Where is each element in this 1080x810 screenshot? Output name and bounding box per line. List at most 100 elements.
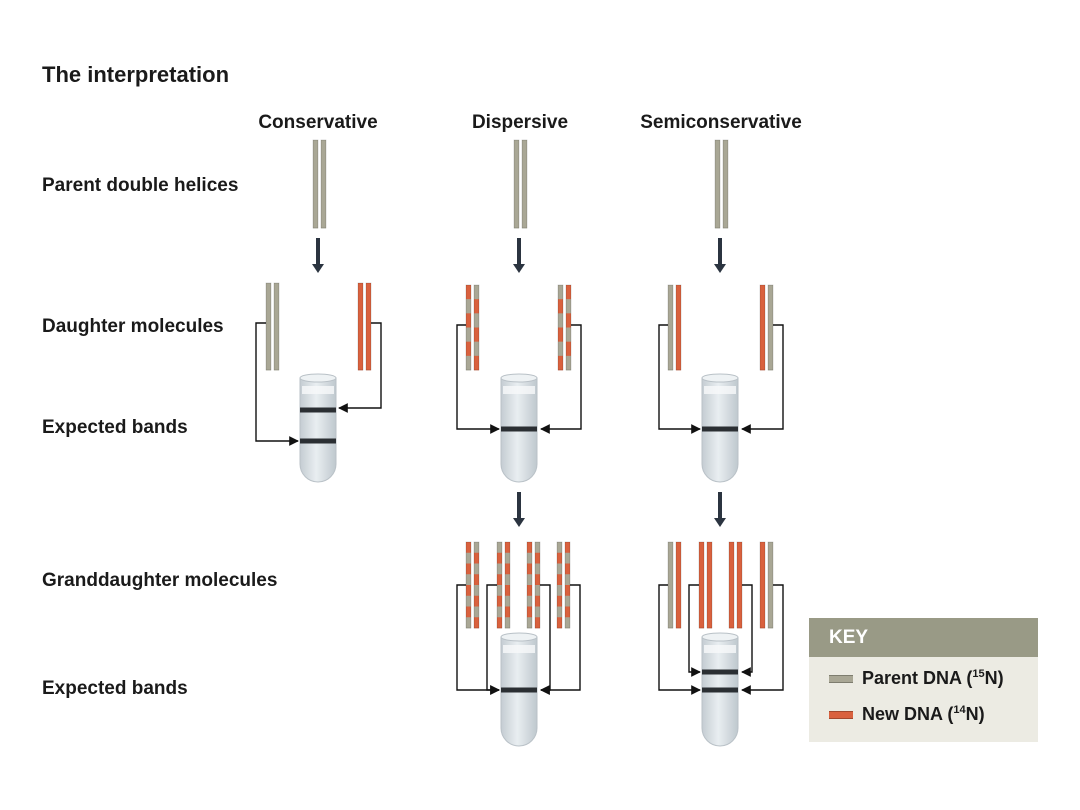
semiconservative-daughter-molecule-1-strand-a-outline [667, 284, 674, 371]
semiconservative-granddaughter-molecule-4-strand-b-seg [768, 542, 773, 629]
conservative-parent-molecule-strand-b-outline [320, 139, 327, 229]
conservative-tube-body [299, 377, 337, 483]
semiconservative-granddaughter-molecule-2-strand-a-seg [699, 542, 704, 629]
dispersive-parent-molecule-strand-b-outline [521, 139, 528, 229]
dispersive-granddaughter-molecule-4-strand-b-seg [565, 574, 570, 586]
conservative-daughter-molecule-2-strand-a-seg [358, 283, 363, 371]
dispersive-daughter-molecule-1-strand-a-seg [466, 285, 471, 300]
dispersive-granddaughter-molecule-2-strand-b-seg [505, 542, 510, 554]
dispersive-connector-gd-2 [486, 584, 500, 695]
dispersive-tube-band-0 [501, 426, 537, 432]
diagram-title: The interpretation [42, 62, 230, 87]
dispersive-daughter-molecule-1-strand-b-seg [474, 355, 479, 371]
key-legend: KEY Parent DNA (15N) New DNA (14N) [809, 618, 1038, 742]
semiconservative-parent-molecule-strand-b-seg [723, 140, 728, 229]
semiconservative-daughter-molecule-1-strand-b-seg [676, 285, 681, 371]
row-label-daughter: Daughter molecules [42, 316, 224, 337]
conservative-parent-molecule-strand-a-outline [312, 139, 319, 229]
dispersive-arrow-1-head [513, 264, 525, 273]
dispersive-granddaughter-molecule-1-strand-a-seg [466, 552, 471, 564]
semiconservative-connector-gd-2 [688, 584, 701, 677]
conservative-tube-meniscus [302, 386, 334, 394]
dispersive-granddaughter-molecule-2-strand-b-seg [505, 552, 510, 564]
column-heading-conservative: Conservative [258, 112, 378, 133]
dispersive-daughter-molecule-2-strand-a-seg [558, 313, 563, 328]
dispersive-daughter-molecule-2-strand-b-seg [566, 327, 571, 342]
key-new-dna: New DNA (14N) [829, 704, 985, 725]
dispersive-tube-rim [500, 373, 538, 383]
semiconservative-daughter-molecule-2-strand-b-seg [768, 285, 773, 371]
dispersive-granddaughter-molecule-3-strand-a-seg [527, 617, 532, 629]
dispersive-granddaughter-molecule-2-strand-b-seg [505, 574, 510, 586]
new-dna-swatch [829, 711, 853, 720]
dispersive-granddaughter-molecule-1-strand-b-outline [473, 541, 480, 629]
semiconservative-daughter-molecule-2-strand-a-seg [760, 285, 765, 371]
conservative-daughter-molecule-2-strand-a-outline [357, 282, 364, 371]
dispersive-granddaughter-molecule-1-strand-a-seg [466, 595, 471, 607]
dispersive-granddaughter-molecule-3-strand-a-outline [526, 541, 533, 629]
dispersive-granddaughter-molecule-1-strand-a-seg [466, 542, 471, 554]
dispersive-granddaughter-molecule-2-strand-b-seg [505, 563, 510, 575]
semiconservative-granddaughter-molecule-1-strand-a-seg [668, 542, 673, 629]
dispersive-daughter-molecule-2-strand-a-seg [558, 355, 563, 371]
row-label-bands-2: Expected bands [42, 678, 188, 699]
dispersive-tube-2-band-0 [501, 687, 537, 693]
dispersive-granddaughter-molecule-4-strand-a-outline [556, 541, 563, 629]
dispersive-daughter-molecule-1-strand-b-seg [474, 299, 479, 314]
parent-dna-swatch [829, 675, 853, 684]
semiconservative-granddaughter-molecule-4-strand-a-seg [760, 542, 765, 629]
dispersive-granddaughter-molecule-1-strand-b-seg [474, 595, 479, 607]
row-label-parent: Parent double helices [42, 175, 239, 196]
semiconservative-daughter-molecule-2-strand-b-outline [767, 284, 774, 371]
semiconservative-connector-right [741, 324, 784, 434]
dispersive-granddaughter-molecule-2-strand-b-outline [504, 541, 511, 629]
conservative-daughter-molecule-1-strand-b-seg [274, 283, 279, 371]
semiconservative-granddaughter-molecule-4-strand-a-outline [759, 541, 766, 629]
semiconservative-tube-2-rim [701, 632, 739, 642]
dispersive-granddaughter-molecule-2-strand-b-seg [505, 617, 510, 629]
semiconservative-tube-2-band-0 [702, 669, 738, 675]
semiconservative-granddaughter-molecule-1-strand-b-seg [676, 542, 681, 629]
dispersive-granddaughter-molecule-1-strand-b-seg [474, 606, 479, 618]
conservative-parent-molecule-strand-b-seg [321, 140, 326, 229]
dispersive-granddaughter-molecule-2-strand-b-seg [505, 585, 510, 597]
conservative-arrow-1-head [312, 264, 324, 273]
semiconservative-tube-2-meniscus [704, 645, 736, 653]
semiconservative-arrow-1-head [714, 264, 726, 273]
dispersive-granddaughter-molecule-1-strand-b-seg [474, 542, 479, 554]
dispersive-granddaughter-molecule-4-strand-a-seg [557, 552, 562, 564]
dispersive-granddaughter-molecule-2-strand-b-seg [505, 606, 510, 618]
conservative-tube-rim [299, 373, 337, 383]
semiconservative-tube-meniscus [704, 386, 736, 394]
conservative-tube-band-0 [300, 407, 336, 413]
dispersive-granddaughter-molecule-1-strand-a-seg [466, 563, 471, 575]
dispersive-granddaughter-molecule-4-strand-a-seg [557, 542, 562, 554]
dispersive-granddaughter-molecule-4-strand-b-seg [565, 617, 570, 629]
dispersive-granddaughter-molecule-4-strand-b-seg [565, 606, 570, 618]
dispersive-connector-gd-4 [540, 584, 581, 695]
semiconservative-granddaughter-molecule-3-strand-a-seg [729, 542, 734, 629]
conservative-arrow-1-shaft [316, 238, 320, 265]
dispersive-daughter-molecule-2-strand-a-outline [557, 284, 564, 371]
dispersive-granddaughter-molecule-3-strand-a-seg [527, 606, 532, 618]
dispersive-granddaughter-molecule-4-strand-a-seg [557, 563, 562, 575]
dispersive-granddaughter-molecule-3-strand-b-seg [535, 606, 540, 618]
dispersive-daughter-molecule-2-strand-a-seg [558, 341, 563, 357]
dispersive-daughter-molecule-2-strand-b-seg [566, 313, 571, 328]
semiconservative-granddaughter-molecule-2-strand-b-outline [706, 541, 713, 629]
dispersive-daughter-molecule-1-strand-a-seg [466, 327, 471, 342]
column-heading-dispersive: Dispersive [471, 112, 569, 133]
dispersive-granddaughter-molecule-4-strand-b-seg [565, 552, 570, 564]
conservative-daughter-molecule-1-strand-a-outline [265, 282, 272, 371]
dispersive-granddaughter-molecule-2-strand-a-seg [497, 574, 502, 586]
column-heading-semiconservative: Semiconservative [640, 112, 802, 133]
semiconservative-connector-gd-1 [658, 584, 701, 695]
semiconservative-granddaughter-molecule-3-strand-a-outline [728, 541, 735, 629]
row-label-granddaughter: Granddaughter molecules [42, 570, 278, 591]
dispersive-parent-molecule-strand-b-seg [522, 140, 527, 229]
conservative-daughter-molecule-1-strand-a-seg [266, 283, 271, 371]
semiconservative-connector-left [658, 324, 701, 434]
dispersive-granddaughter-molecule-2-strand-a-seg [497, 595, 502, 607]
dispersive-daughter-molecule-1-strand-a-outline [465, 284, 472, 371]
dispersive-daughter-molecule-2-strand-b-seg [566, 355, 571, 371]
